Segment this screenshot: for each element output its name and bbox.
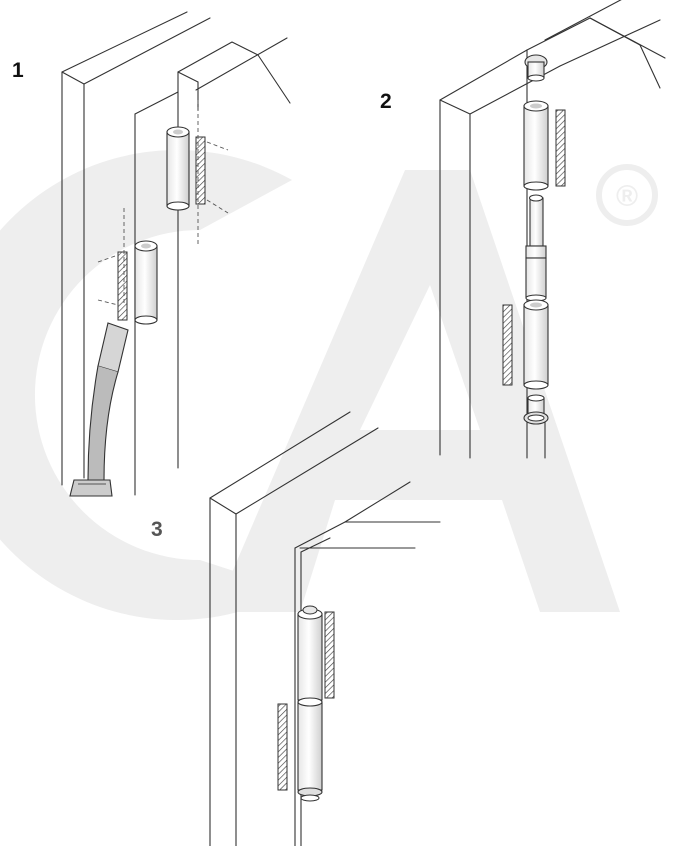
step-1-illustration (61, 11, 291, 497)
bottom-cap (523, 394, 549, 425)
step-label-2: 2 (380, 90, 392, 113)
lower-knuckle (502, 299, 549, 390)
watermark-letter-a (215, 170, 620, 612)
top-cap (524, 54, 548, 82)
watermark-letter-c (0, 150, 292, 620)
watermark-logo (0, 150, 658, 620)
step-label-3: 3 (151, 518, 163, 541)
step-label-1: 1 (12, 59, 24, 82)
welding-torch (69, 322, 129, 497)
step-3-illustration (209, 411, 441, 847)
assembled-hinge (277, 605, 335, 802)
hinge-pin (525, 194, 547, 302)
lower-hinge-half (97, 208, 158, 325)
step-2-illustration (439, 0, 666, 459)
upper-hinge-half (166, 100, 229, 245)
registered-mark: ® (616, 180, 638, 213)
upper-knuckle (523, 100, 566, 191)
